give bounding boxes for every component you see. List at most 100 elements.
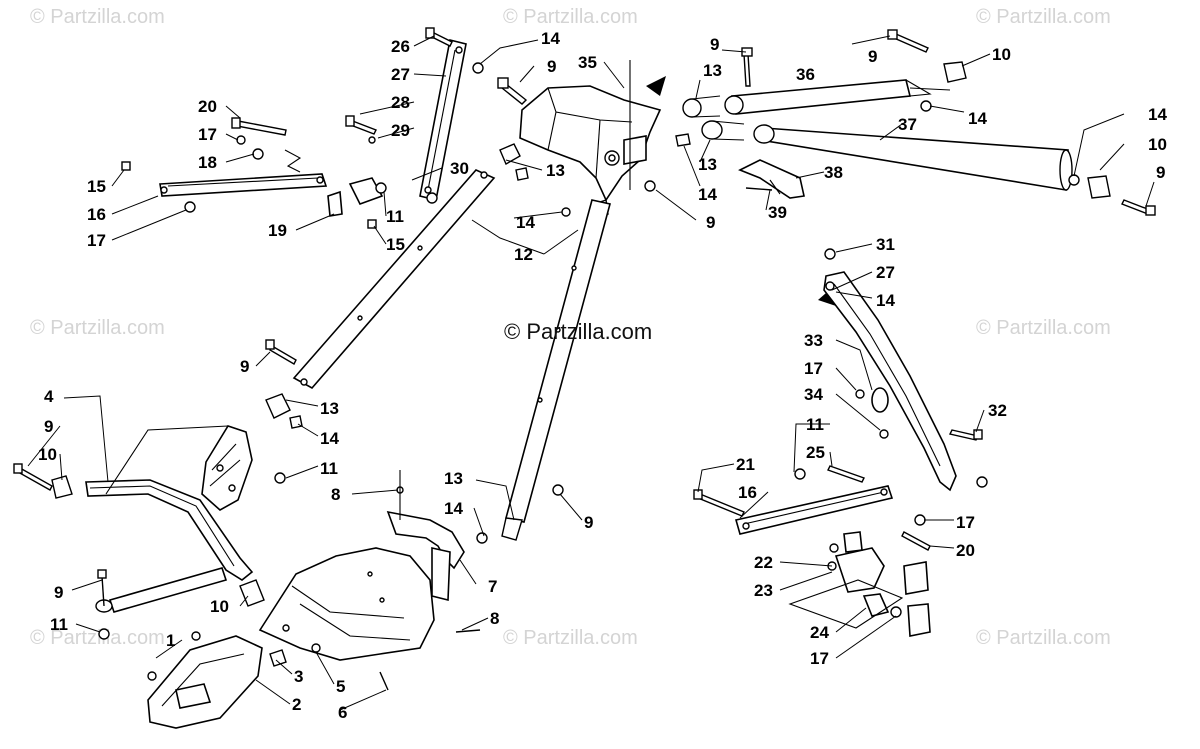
callout-label: 34 <box>804 385 823 404</box>
callout-label: 11 <box>320 459 338 478</box>
callout-label: 7 <box>488 577 498 596</box>
solenoid-bracket <box>788 531 931 637</box>
callout-label: 14 <box>516 213 535 232</box>
callout-label: 2 <box>292 695 302 714</box>
callout-label: 37 <box>898 115 917 134</box>
callout-label: 9 <box>1156 163 1166 182</box>
watermark: © Partzilla.com <box>976 627 1111 649</box>
cross-bar-16 <box>159 149 384 217</box>
callout-label: 39 <box>768 203 787 222</box>
callout-label: 9 <box>868 47 878 66</box>
tube-36 <box>682 29 967 118</box>
watermark: © Partzilla.com <box>503 6 638 28</box>
callout-label: 9 <box>547 57 557 76</box>
callout-label: 9 <box>240 357 250 376</box>
callout-label: 38 <box>824 163 843 182</box>
callout-label: 17 <box>804 359 823 378</box>
callout-label: 28 <box>391 93 410 112</box>
callout-label: 25 <box>806 443 825 462</box>
watermark: © Partzilla.com <box>976 317 1111 339</box>
callout-label: 24 <box>810 623 829 642</box>
callout-label: 36 <box>796 65 815 84</box>
callout-label: 9 <box>54 583 64 602</box>
arrow-marker <box>646 76 666 96</box>
callout-label: 17 <box>198 125 217 144</box>
center-bracket-35 <box>497 60 662 217</box>
upright-27 <box>345 27 484 204</box>
callout-label: 11 <box>50 615 68 634</box>
watermark: © Partzilla.com <box>976 6 1111 28</box>
leader-lines <box>27 35 1155 711</box>
arm-27-right <box>823 248 988 492</box>
watermark: © Partzilla.com <box>30 627 165 649</box>
callout-label: 13 <box>703 61 722 80</box>
copyright-label: © Partzilla.com <box>504 319 653 344</box>
callout-label: 20 <box>198 97 217 116</box>
callout-label: 15 <box>386 235 405 254</box>
callout-label: 22 <box>754 553 773 572</box>
callout-label: 35 <box>578 53 597 72</box>
callout-label: 33 <box>804 331 823 350</box>
callout-label: 30 <box>450 159 469 178</box>
callout-label: 4 <box>44 387 54 406</box>
callout-label: 10 <box>38 445 57 464</box>
callout-label: 13 <box>320 399 339 418</box>
callout-label: 27 <box>876 263 895 282</box>
callout-label: 20 <box>956 541 975 560</box>
callout-label: 23 <box>754 581 773 600</box>
callout-label: 17 <box>87 231 106 250</box>
callout-label: 17 <box>810 649 829 668</box>
callout-label: 13 <box>698 155 717 174</box>
clamp-38 <box>738 159 805 199</box>
callout-label: 9 <box>584 513 594 532</box>
callout-label: 26 <box>391 37 410 56</box>
callout-label: 13 <box>546 161 565 180</box>
tube-12-upright <box>476 199 611 544</box>
callout-label: 17 <box>956 513 975 532</box>
callout-label: 14 <box>968 109 987 128</box>
tube-12 <box>265 169 496 429</box>
bar-16-right <box>693 465 931 551</box>
callout-label: 10 <box>1148 135 1167 154</box>
callout-label: 14 <box>541 29 560 48</box>
callout-label: 3 <box>294 667 304 686</box>
callout-label: 32 <box>988 401 1007 420</box>
watermark: © Partzilla.com <box>30 6 165 28</box>
watermark: © Partzilla.com <box>30 317 165 339</box>
callout-label: 13 <box>444 469 463 488</box>
bolts-upper-left <box>121 117 387 229</box>
skid-plate-7 <box>386 470 465 602</box>
callout-label: 9 <box>44 417 54 436</box>
tube-4 <box>13 425 286 640</box>
callout-label: 6 <box>338 703 348 722</box>
callout-label: 8 <box>490 609 500 628</box>
callout-label: 15 <box>87 177 106 196</box>
callout-label: 11 <box>386 207 404 226</box>
callout-label: 16 <box>738 483 757 502</box>
callout-label: 18 <box>198 153 217 172</box>
callout-label: 29 <box>391 121 410 140</box>
watermark: © Partzilla.com <box>503 627 638 649</box>
callout-label: 14 <box>1148 105 1167 124</box>
skid-plate-5 <box>258 547 481 691</box>
callout-label: 10 <box>992 45 1011 64</box>
callout-label: 31 <box>876 235 895 254</box>
callout-label: 12 <box>514 245 533 264</box>
callout-label: 27 <box>391 65 410 84</box>
callout-label: 10 <box>210 597 229 616</box>
skid-plate-2 <box>147 631 263 729</box>
callout-label: 16 <box>87 205 106 224</box>
tube-37 <box>675 120 1156 216</box>
callout-label: 8 <box>331 485 341 504</box>
callout-label: 9 <box>706 213 716 232</box>
callout-label: 11 <box>806 415 824 434</box>
callout-label: 14 <box>876 291 895 310</box>
callout-label: 9 <box>710 35 720 54</box>
callout-label: 5 <box>336 677 346 696</box>
callout-label: 19 <box>268 221 287 240</box>
callout-label: 1 <box>166 631 176 650</box>
callout-label: 14 <box>698 185 717 204</box>
mount-plate <box>201 425 253 511</box>
